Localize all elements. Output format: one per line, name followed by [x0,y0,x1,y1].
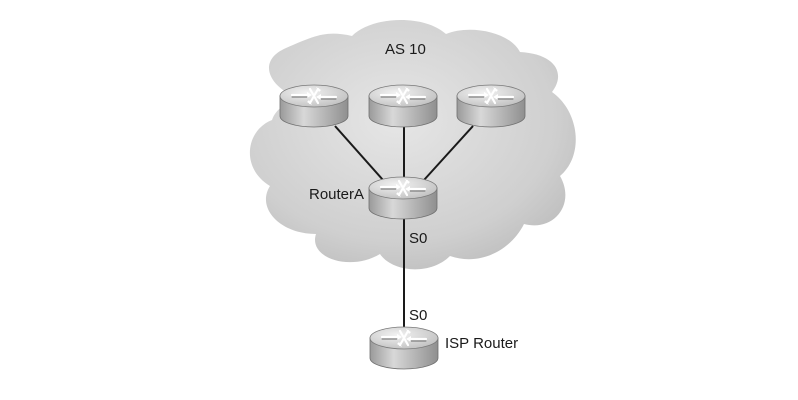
router-a-interface-label: S0 [409,230,427,247]
cloud-label: AS 10 [385,41,426,58]
link-router1-routera [334,125,384,181]
link-router3-routera [423,125,474,181]
router-a-icon[interactable] [367,175,439,221]
isp-router-icon[interactable] [368,325,440,371]
isp-interface-label: S0 [409,307,427,324]
as10-cloud [249,19,576,270]
link-lines [334,125,474,330]
router-icon[interactable] [455,83,527,129]
router-icon[interactable] [278,83,350,129]
router-a-label: RouterA [309,186,364,203]
isp-router-label: ISP Router [445,335,518,352]
router-icon[interactable] [367,83,439,129]
